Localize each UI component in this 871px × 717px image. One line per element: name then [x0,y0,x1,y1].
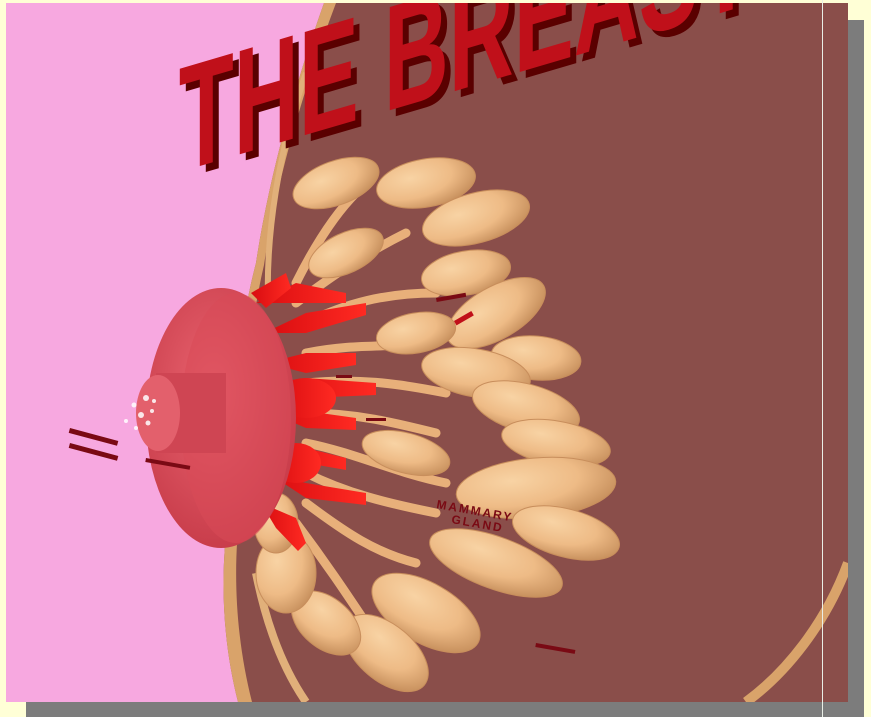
frame-divider-line [822,0,823,717]
breast-3d-scene[interactable]: THE BREAST THE BREAST MAMMARY GLAND [6,3,848,702]
viewer-frame: THE BREAST THE BREAST MAMMARY GLAND [6,3,848,702]
